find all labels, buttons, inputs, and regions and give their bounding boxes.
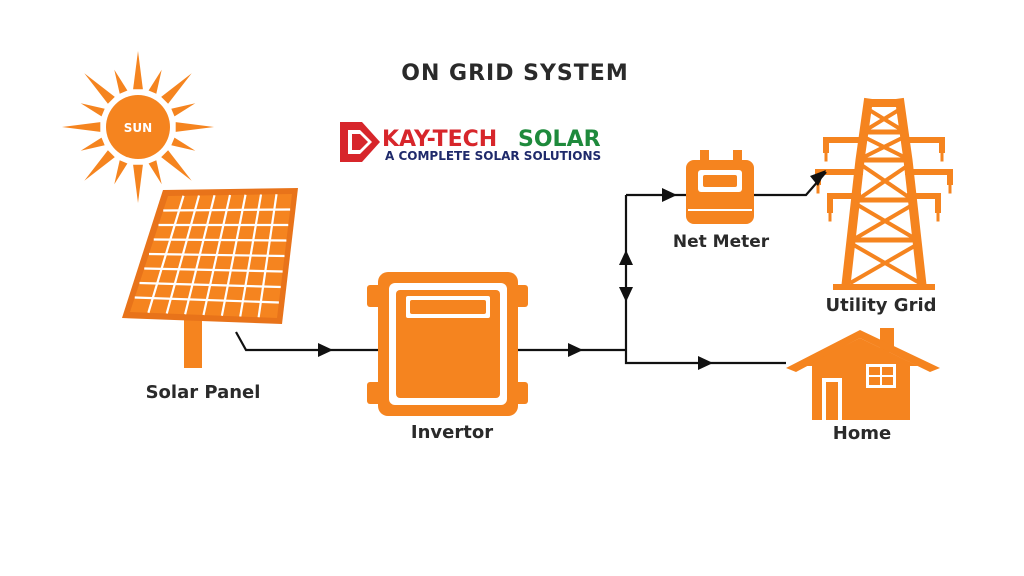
sun-ray bbox=[84, 150, 115, 181]
sun-ray bbox=[148, 160, 162, 185]
solar-panel-icon bbox=[122, 188, 298, 368]
sun-label: SUN bbox=[124, 121, 152, 135]
arrow-to-home bbox=[698, 356, 713, 370]
sun-ray bbox=[114, 69, 128, 94]
sun-icon bbox=[62, 51, 214, 203]
sun-ray bbox=[80, 103, 105, 117]
meter-icon bbox=[686, 150, 754, 224]
sun-ray bbox=[133, 164, 143, 203]
arrow-to-grid bbox=[810, 170, 826, 186]
brand-name-part1: KAY-TECH bbox=[382, 127, 497, 152]
sun-ray bbox=[148, 69, 162, 94]
sun-ray bbox=[171, 103, 196, 117]
panel-cell-line bbox=[139, 281, 281, 289]
sun-ray bbox=[171, 137, 196, 151]
brand-tagline: A COMPLETE SOLAR SOLUTIONS bbox=[385, 149, 601, 163]
sun-ray bbox=[133, 51, 143, 90]
panel-cell-line bbox=[148, 252, 285, 258]
flow-arrows bbox=[318, 170, 826, 370]
diagram-title: ON GRID SYSTEM bbox=[401, 61, 628, 86]
arrow-up-to-meter bbox=[619, 250, 633, 265]
house-icon bbox=[786, 328, 940, 420]
brand-logo: KAY-TECH SOLAR A COMPLETE SOLAR SOLUTION… bbox=[340, 122, 601, 163]
panel-cell-line bbox=[144, 267, 283, 273]
utility-grid-label: Utility Grid bbox=[825, 295, 936, 316]
sun-ray bbox=[175, 122, 214, 132]
solar-panel-label: Solar Panel bbox=[146, 382, 261, 403]
sun-ray bbox=[80, 137, 105, 151]
arrow-to-inverter bbox=[318, 343, 333, 357]
sun-ray bbox=[62, 122, 101, 132]
sun-ray bbox=[84, 73, 115, 104]
net-meter-label: Net Meter bbox=[673, 232, 770, 252]
panel-cell-line bbox=[153, 238, 287, 242]
arrow-to-junction bbox=[568, 343, 583, 357]
transmission-tower-icon bbox=[815, 97, 953, 290]
brand-name-part2: SOLAR bbox=[518, 127, 601, 152]
home-label: Home bbox=[833, 423, 891, 444]
inverter-label: Invertor bbox=[411, 422, 493, 443]
sun-ray bbox=[114, 160, 128, 185]
arrow-down-from-meter bbox=[619, 287, 633, 302]
sun-ray bbox=[161, 73, 192, 104]
inverter-icon bbox=[367, 272, 528, 416]
arrow-to-meter bbox=[662, 188, 677, 202]
panel-cell-line bbox=[134, 296, 279, 304]
sun-ray bbox=[161, 150, 192, 181]
panel-cell-line bbox=[163, 208, 291, 212]
